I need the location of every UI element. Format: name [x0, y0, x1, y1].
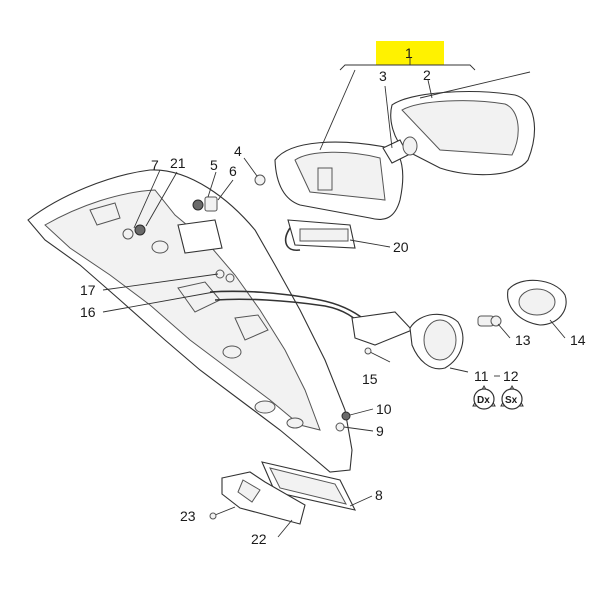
callout-6: 6 — [229, 163, 237, 179]
callout-17: 17 — [80, 282, 96, 298]
small-hardware — [122, 174, 266, 283]
callout-9: 9 — [376, 423, 384, 439]
badge-right-side: Dx — [472, 384, 496, 410]
callout-16: 16 — [80, 304, 96, 320]
screw-23 — [209, 506, 236, 520]
tail-light-bulb — [382, 136, 418, 164]
callout-12: 12 — [503, 368, 519, 384]
callout-10: 10 — [376, 401, 392, 417]
callout-15: 15 — [362, 371, 378, 387]
indicator-lens — [477, 279, 567, 327]
callout-21: 21 — [170, 155, 186, 171]
callout-2: 2 — [423, 67, 431, 83]
callout-8: 8 — [375, 487, 383, 503]
badge-right-label: Dx — [477, 395, 490, 406]
callout-13: 13 — [515, 332, 531, 348]
callout-3: 3 — [379, 68, 387, 84]
callout-1: 1 — [405, 45, 413, 61]
rear-fender-bracket — [27, 169, 353, 473]
plate-light — [284, 219, 356, 251]
callout-7: 7 — [151, 157, 159, 173]
badge-left-label: Sx — [505, 395, 518, 406]
callout-23: 23 — [180, 508, 196, 524]
callout-22: 22 — [251, 531, 267, 547]
leader-lines — [102, 58, 566, 538]
badge-left-side: Sx — [500, 384, 524, 410]
screw-15 — [364, 347, 391, 363]
callout-4: 4 — [234, 143, 242, 159]
callout-14: 14 — [570, 332, 586, 348]
callout-20: 20 — [393, 239, 409, 255]
callout-5: 5 — [210, 157, 218, 173]
plate-holder — [221, 461, 357, 525]
callout-11: 11 — [474, 368, 489, 384]
turn-indicator — [351, 311, 464, 370]
